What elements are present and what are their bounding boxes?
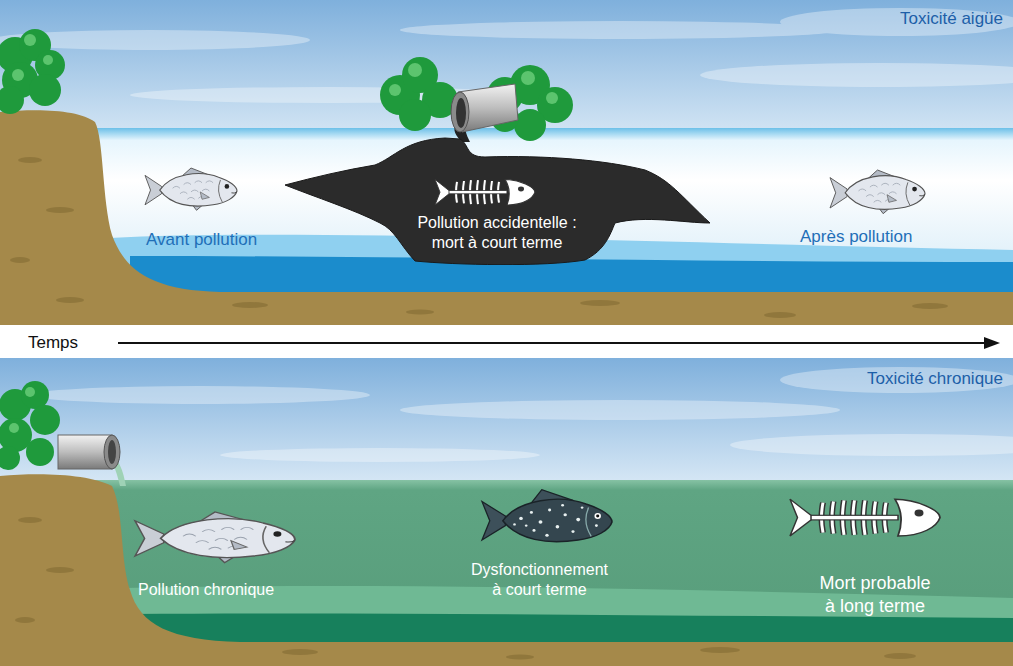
state-label: Dysfonctionnement à court terme xyxy=(468,560,611,600)
panel-title: Toxicité chronique xyxy=(780,368,1003,389)
axis-label: Temps xyxy=(28,332,108,353)
label-box: Pollution chronique xyxy=(138,580,328,600)
bottom-panel xyxy=(0,358,1013,666)
slick-label: Pollution accidentelle : mort à court te… xyxy=(410,213,585,253)
pollution-slick: Pollution accidentelle : mort à court te… xyxy=(285,135,710,265)
label-box: Dysfonctionnement à court terme xyxy=(468,560,611,600)
time-arrow xyxy=(0,325,1013,358)
panel-title: Toxicité aigüe xyxy=(790,8,1003,29)
state-label: Avant pollution xyxy=(146,229,306,250)
label-box: Toxicité aigüe xyxy=(790,8,1003,29)
label-box: Mort probable à long terme xyxy=(816,572,934,617)
label-box: Temps xyxy=(28,332,108,353)
state-label: Pollution chronique xyxy=(138,580,328,600)
label-box: Toxicité chronique xyxy=(780,368,1003,389)
top-panel xyxy=(0,0,1013,325)
state-label: Mort probable à long terme xyxy=(816,572,934,617)
label-box: Avant pollution xyxy=(146,229,306,250)
label-box: Après pollution xyxy=(800,226,960,247)
state-label: Après pollution xyxy=(800,226,960,247)
